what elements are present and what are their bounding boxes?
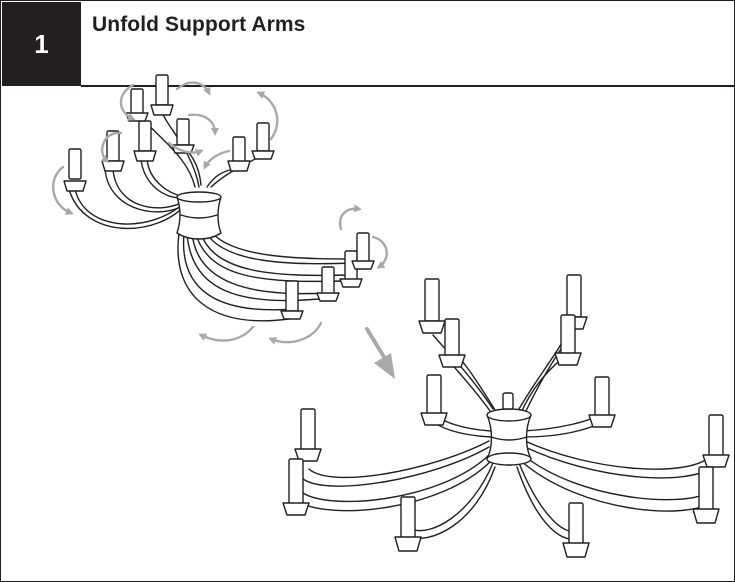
curved-rotation-arrow-icon [51,81,388,345]
diagonal-arrow-icon [365,327,395,379]
folded-chandelier-icon [63,74,375,322]
unfolded-chandelier-icon [282,274,730,558]
header-divider [81,85,734,87]
step-title: Unfold Support Arms [92,13,306,36]
step-number: 1 [34,28,49,59]
step-number-badge: 1 [2,2,81,86]
